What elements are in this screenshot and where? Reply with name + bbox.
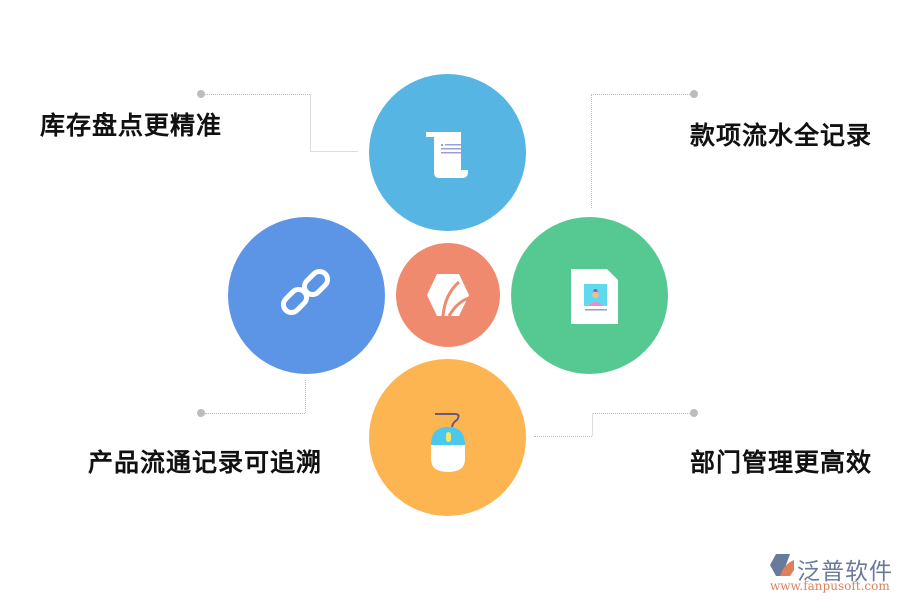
fanpu-logo-icon xyxy=(770,554,794,576)
watermark-brand: 泛普软件 xyxy=(797,559,893,585)
connector-dot-top-left xyxy=(197,90,205,98)
connector-line xyxy=(591,94,690,95)
watermark-url: www.fanpusoft.com xyxy=(770,579,890,593)
brand-hexagon-icon xyxy=(427,274,470,317)
node-circle-bottom xyxy=(369,359,526,516)
node-circle-top xyxy=(369,74,526,231)
node-circle-left xyxy=(228,217,385,374)
connector-dot-bottom-right xyxy=(690,409,698,417)
connector-line xyxy=(592,413,593,436)
node-label-bottom: 部门管理更高效 xyxy=(690,448,873,477)
connector-line xyxy=(310,151,358,152)
id-card-document-icon xyxy=(571,269,618,324)
connector-line xyxy=(591,94,592,208)
node-label-right: 款项流水全记录 xyxy=(690,121,873,150)
node-circle-center xyxy=(396,243,500,347)
connector-line xyxy=(310,94,311,151)
chain-link-icon xyxy=(280,268,331,316)
connector-line xyxy=(534,436,592,437)
node-label-top: 库存盘点更精准 xyxy=(40,111,223,140)
connector-line xyxy=(205,94,310,95)
connector-line xyxy=(592,413,690,414)
node-label-left: 产品流通记录可追溯 xyxy=(88,448,323,477)
connector-line xyxy=(305,380,306,413)
connector-dot-top-right xyxy=(690,90,698,98)
connector-dot-bottom-left xyxy=(197,409,205,417)
connector-line xyxy=(205,413,305,414)
mouse-icon xyxy=(431,413,465,472)
node-circle-right xyxy=(511,217,668,374)
scroll-document-icon xyxy=(426,132,468,178)
